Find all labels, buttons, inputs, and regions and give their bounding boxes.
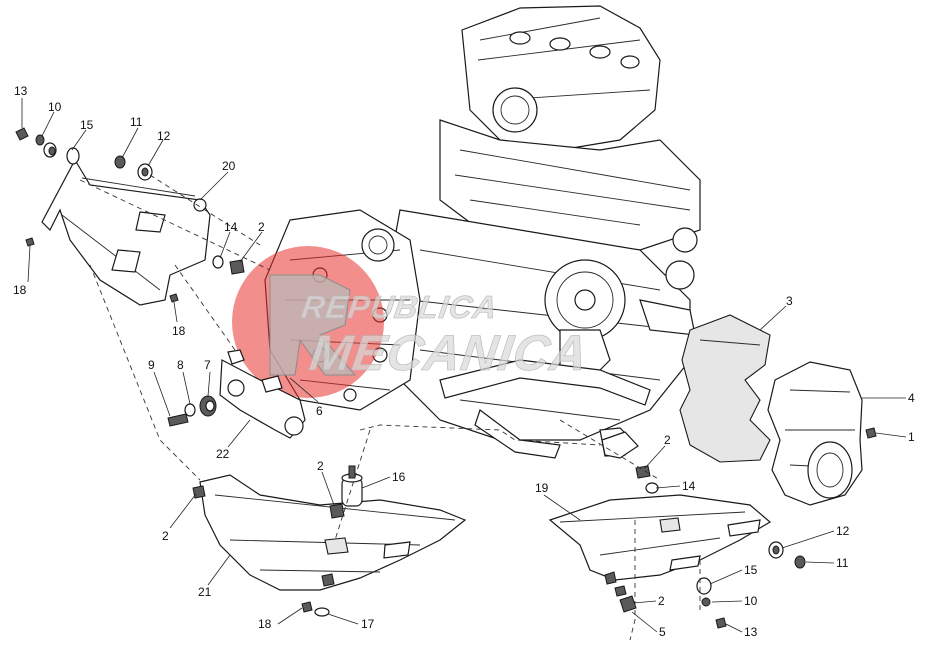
callout-12-right: 12 [836,524,850,538]
callout-7: 7 [204,358,211,372]
hardware-bottom-right [614,541,806,629]
callout-13-right: 13 [744,625,758,639]
callout-16: 16 [392,470,406,484]
callout-13-top-left: 13 [14,84,28,98]
callout-17: 17 [361,617,375,631]
callout-12-top: 12 [157,129,171,143]
rubber-mount-16 [341,465,363,507]
callout-21: 21 [198,585,212,599]
callout-2-bottom-left: 2 [162,529,169,543]
callout-10-top-left: 10 [48,100,62,114]
callout-2-center: 2 [317,459,324,473]
watermark-line-2: MECANICA [306,325,591,381]
callout-2-right-upper: 2 [664,433,671,447]
callout-20: 20 [222,159,236,173]
callout-19: 19 [535,481,549,495]
chain-guard-4 [767,361,877,506]
callout-18-mid: 18 [172,324,186,338]
rear-bracket-22 [167,349,306,439]
watermark-line-1: REPUBLICA [299,289,500,325]
assembly-lines [79,174,701,641]
republica-mecanica-watermark: REPUBLICA MECANICA [232,246,592,398]
leader-lines [21,98,907,633]
callout-3: 3 [786,294,793,308]
callout-22: 22 [216,447,230,461]
callout-10-right: 10 [744,594,758,608]
sprocket-cover-3 [679,314,771,463]
callout-9: 9 [148,358,155,372]
callout-8: 8 [177,358,184,372]
callout-6: 6 [316,404,323,418]
callout-18-bottom: 18 [258,617,272,631]
callout-18-left: 18 [13,283,27,297]
callout-5: 5 [659,625,666,639]
callout-2-bottom-right: 2 [658,594,665,608]
left-side-panel [41,158,211,306]
callout-15-top-left: 15 [80,118,94,132]
callout-1: 1 [908,430,915,444]
right-belly-panel-19 [548,431,772,585]
callout-2-left-top: 2 [258,220,265,234]
callout-11-right: 11 [836,556,849,570]
callout-15-right: 15 [744,563,758,577]
left-belly-panel-21 [192,474,467,617]
callout-4: 4 [908,391,915,405]
callout-11-top: 11 [130,115,143,129]
watermark-logo-letter [269,274,357,376]
callout-labels: 13 10 15 11 12 20 14 2 18 18 9 8 7 6 22 … [13,84,915,639]
callout-14-left: 14 [224,220,238,234]
hardware-top-left [15,127,245,303]
callout-14-right: 14 [682,479,696,493]
